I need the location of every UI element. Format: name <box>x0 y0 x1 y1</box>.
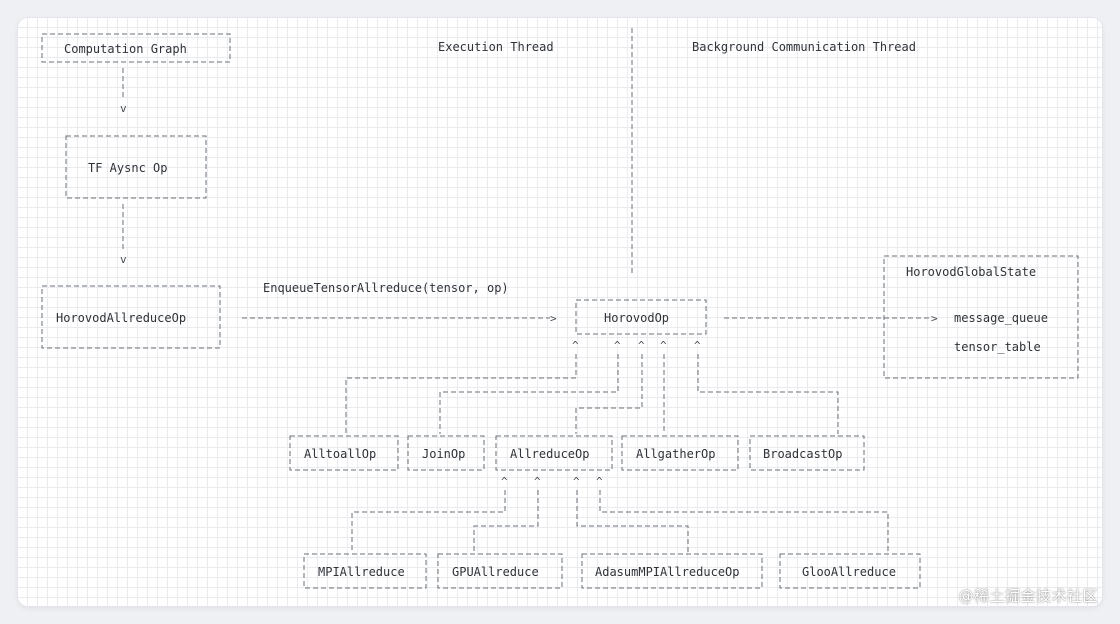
allgather-op-label: AllgatherOp <box>636 447 715 461</box>
alltoall-op-label: AlltoallOp <box>304 447 376 461</box>
up-arrow-icon: ^ <box>694 339 701 352</box>
up-arrow-icon: ^ <box>501 475 508 488</box>
mpi-allreduce-label: MPIAllreduce <box>318 565 405 579</box>
broadcast-connector <box>697 354 839 434</box>
computation-graph-box <box>41 33 231 63</box>
gpu-connector <box>473 490 539 552</box>
diagram-card: Computation Graph v TF Aysnc Op v Horovo… <box>18 18 1102 606</box>
gloo-allreduce-label: GlooAllreduce <box>802 565 896 579</box>
horovod-global-state-box <box>883 255 1079 379</box>
horovod-allreduce-op-label: HorovodAllreduceOp <box>56 311 186 325</box>
alltoall-connector <box>345 354 577 434</box>
up-arrow-icon: ^ <box>660 339 667 352</box>
alltoall-op-box <box>289 435 399 471</box>
up-arrow-icon: ^ <box>572 339 579 352</box>
horovod-op-box <box>575 299 707 335</box>
broadcast-op-label: BroadcastOp <box>763 447 842 461</box>
gloo-allreduce-box <box>779 553 921 589</box>
enqueue-label: EnqueueTensorAllreduce(tensor, op) <box>263 281 509 295</box>
gpu-allreduce-label: GPUAllreduce <box>452 565 539 579</box>
grid-background <box>18 18 1102 606</box>
watermark: @稀土掘金技术社区 <box>958 587 1098 605</box>
allgather-op-box <box>621 435 739 471</box>
background-thread-header: Background Communication Thread <box>692 40 916 54</box>
join-op-box <box>407 435 485 471</box>
allreduce-op-label: AllreduceOp <box>510 447 589 461</box>
message-queue-label: message_queue <box>954 311 1048 325</box>
right-arrow-icon: > <box>931 312 938 325</box>
adasum-connector <box>576 490 689 552</box>
down-arrow-icon: v <box>120 102 127 115</box>
join-op-label: JoinOp <box>422 447 465 461</box>
adasum-mpi-allreduce-op-label: AdasumMPIAllreduceOp <box>595 565 740 579</box>
horovod-global-state-label: HorovodGlobalState <box>906 265 1036 279</box>
tensor-table-label: tensor_table <box>954 340 1041 354</box>
up-arrow-icon: ^ <box>638 339 645 352</box>
gloo-connector <box>599 490 889 552</box>
join-connector <box>439 354 619 434</box>
down-arrow-icon: v <box>120 253 127 266</box>
computation-graph-label: Computation Graph <box>64 42 187 56</box>
gpu-allreduce-box <box>437 553 563 589</box>
up-arrow-icon: ^ <box>614 339 621 352</box>
allreduce-connector <box>575 354 643 434</box>
horovod-op-label: HorovodOp <box>604 311 669 325</box>
mpi-connector <box>351 490 506 552</box>
broadcast-op-box <box>749 435 865 471</box>
right-arrow-icon: > <box>550 312 557 325</box>
adasum-mpi-allreduce-op-box <box>581 553 763 589</box>
allreduce-op-box <box>495 435 613 471</box>
mpi-allreduce-box <box>303 553 427 589</box>
horovod-allreduce-op-box <box>41 285 221 349</box>
horovod-architecture-diagram: Computation Graph v TF Aysnc Op v Horovo… <box>41 28 1079 589</box>
execution-thread-header: Execution Thread <box>438 40 554 54</box>
up-arrow-icon: ^ <box>534 475 541 488</box>
tf-async-op-box <box>65 135 207 199</box>
up-arrow-icon: ^ <box>596 475 603 488</box>
tf-async-op-label: TF Aysnc Op <box>88 161 167 175</box>
up-arrow-icon: ^ <box>573 475 580 488</box>
